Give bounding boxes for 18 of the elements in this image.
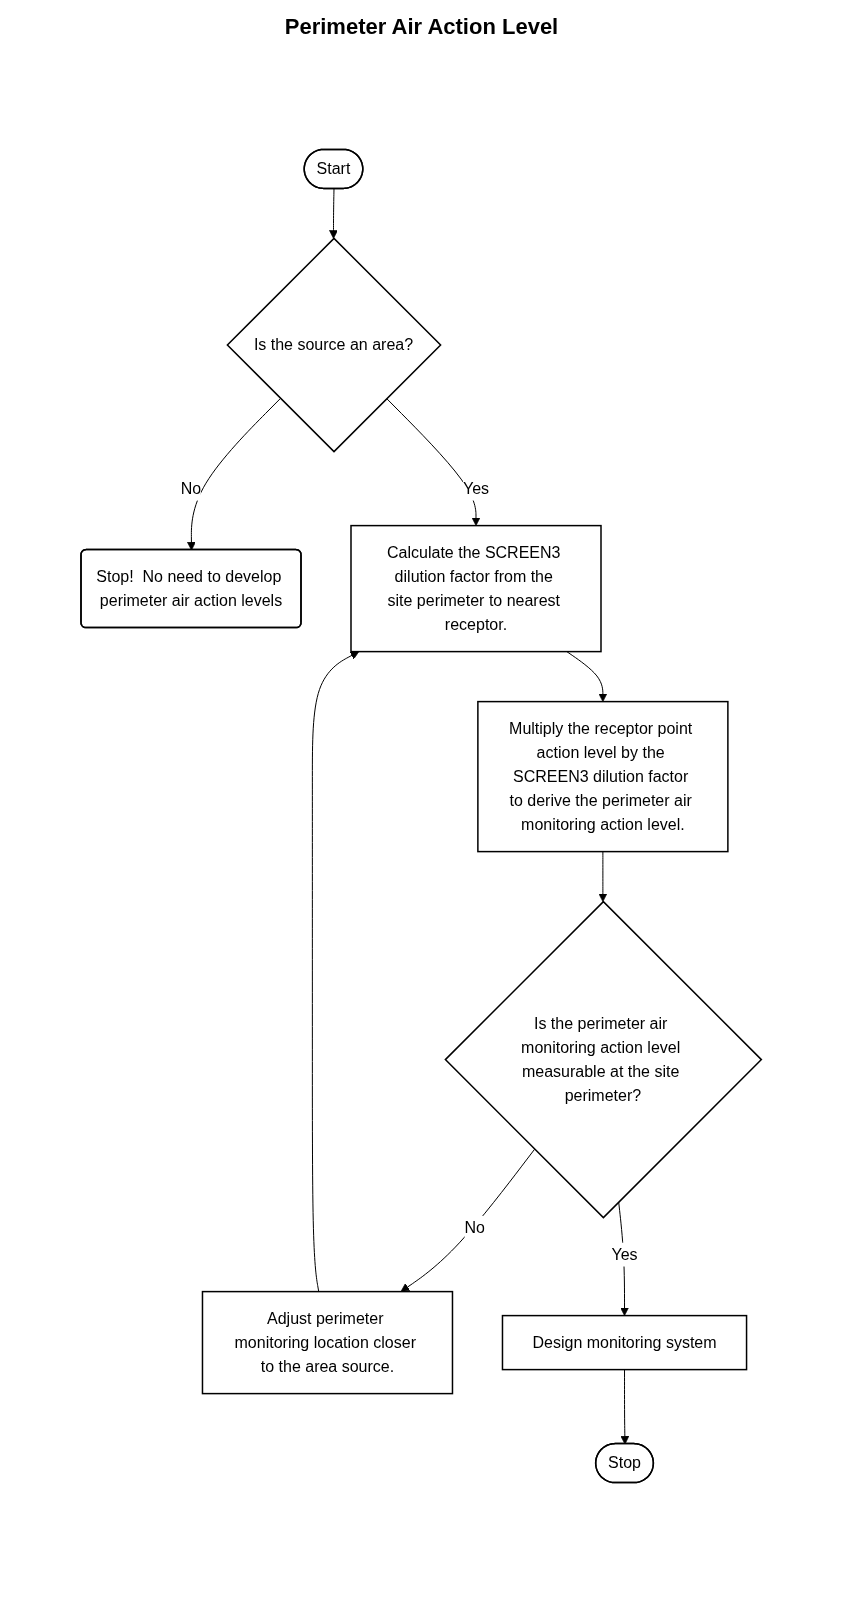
node-box: Design monitoring system	[502, 1314, 748, 1371]
edge-label: Yes	[611, 1245, 638, 1263]
node-diamond: Is the source an area?	[226, 237, 442, 453]
arrow	[187, 398, 282, 551]
node-diamond: Is the perimeter air monitoring action level measurable at the site perimeter?	[444, 900, 763, 1219]
edge-label: No	[181, 479, 202, 497]
edge-label: Yes	[463, 479, 490, 497]
arrow	[620, 1369, 630, 1445]
arrow	[566, 651, 608, 702]
arrow	[598, 851, 608, 902]
arrow	[329, 188, 339, 239]
node-box: Adjust perimeter monitoring location closer to the area source.	[202, 1290, 454, 1395]
arrow	[400, 1148, 536, 1292]
edge-label: No	[464, 1218, 486, 1236]
node-box: Multiply the receptor point action level by the SCREEN3 dilution factor to derive the perimeter air monitoring action level.	[477, 700, 729, 853]
node-box: Calculate the SCREEN3 dilution factor from the site perimeter to nearest receptor.	[350, 524, 603, 653]
diagram-title: Perimeter Air Action Level	[283, 14, 560, 40]
arrow	[312, 651, 360, 1293]
